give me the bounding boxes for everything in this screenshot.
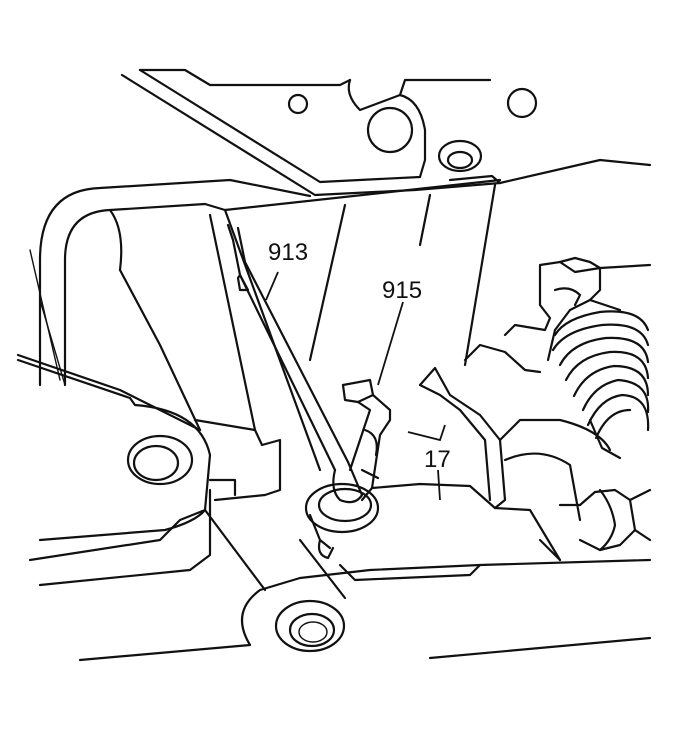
leader-lines	[265, 271, 446, 501]
right-fitting	[538, 488, 652, 562]
leader-915	[377, 301, 404, 386]
rod-bushing	[304, 482, 380, 560]
shift-rod-913	[226, 223, 364, 504]
detent-spring	[503, 256, 652, 460]
bolt-hole	[366, 106, 414, 154]
cavity-lines	[29, 183, 497, 386]
callout-17: 17	[424, 446, 451, 473]
base-plate	[78, 508, 652, 662]
leader-913	[265, 271, 279, 301]
bolt-hole	[506, 87, 538, 119]
bracket-hole	[126, 434, 194, 486]
leader-17	[437, 469, 441, 501]
callout-915: 915	[382, 277, 422, 304]
left-bracket	[16, 358, 282, 587]
bolt-hole	[287, 93, 309, 115]
upper-housing	[120, 68, 652, 197]
retaining-clip-915	[341, 378, 392, 502]
callout-913: 913	[268, 239, 308, 266]
cover-frame	[16, 178, 502, 472]
base-bolt-hole	[274, 599, 346, 653]
manual-lever-17	[370, 343, 612, 562]
upper-plate-holes	[287, 87, 538, 173]
bolt-hole-recessed	[437, 139, 483, 173]
